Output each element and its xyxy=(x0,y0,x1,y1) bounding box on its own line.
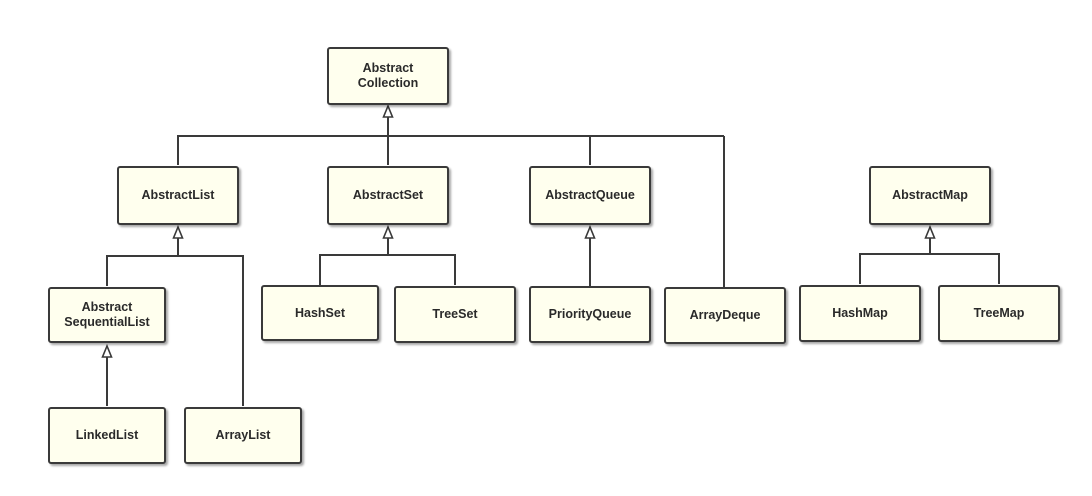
node-label: TreeSet xyxy=(432,307,478,321)
node-label: HashSet xyxy=(294,305,346,320)
arrowhead-abstractqueue xyxy=(584,224,596,239)
arrowhead-abstractset xyxy=(382,224,394,239)
node-abstract-collection: Abstract Collection xyxy=(327,47,449,105)
node-label: AbstractSet xyxy=(352,188,424,202)
node-abstract-set: AbstractSet xyxy=(327,166,449,225)
node-label: Abstract Collection xyxy=(357,61,419,90)
connector-abstractlist-to-collection xyxy=(177,135,724,165)
node-label: AbstractList xyxy=(141,188,215,202)
node-label: TreeMap xyxy=(973,306,1025,320)
node-label: ArrayList xyxy=(215,428,271,442)
connector-hashmap-treemap-to-abstractmap xyxy=(859,253,1000,284)
node-abstract-map: AbstractMap xyxy=(869,166,991,225)
node-array-list: ArrayList xyxy=(184,407,302,464)
node-linked-list: LinkedList xyxy=(48,407,166,464)
node-tree-set: TreeSet xyxy=(394,286,516,343)
arrowhead-abstractmap xyxy=(924,224,936,239)
node-priority-queue: PriorityQueue xyxy=(529,286,651,343)
node-label: Abstract SequentialList xyxy=(64,300,150,329)
connector-sequentiallist-to-abstractlist xyxy=(106,255,244,406)
node-label: AbstractQueue xyxy=(545,188,635,202)
arrowhead-abstractlist xyxy=(172,224,184,239)
node-tree-map: TreeMap xyxy=(938,285,1060,342)
node-label: PriorityQueue xyxy=(548,307,632,321)
node-abstract-list: AbstractList xyxy=(117,166,239,225)
node-hash-set: HashSet xyxy=(261,285,379,341)
node-hash-map: HashMap xyxy=(799,285,921,342)
node-abstract-sequential-list: Abstract SequentialList xyxy=(48,287,166,343)
node-abstract-queue: AbstractQueue xyxy=(529,166,651,225)
connector-hashset-treeset-to-abstractset xyxy=(319,254,456,285)
arrowhead-sequentiallist xyxy=(101,343,113,358)
node-label: LinkedList xyxy=(75,428,139,442)
node-label: HashMap xyxy=(832,306,888,320)
arrowhead-abstractcollection xyxy=(382,103,394,118)
node-label: ArrayDeque xyxy=(689,308,761,322)
node-label: AbstractMap xyxy=(892,188,968,202)
node-array-deque: ArrayDeque xyxy=(664,287,786,344)
